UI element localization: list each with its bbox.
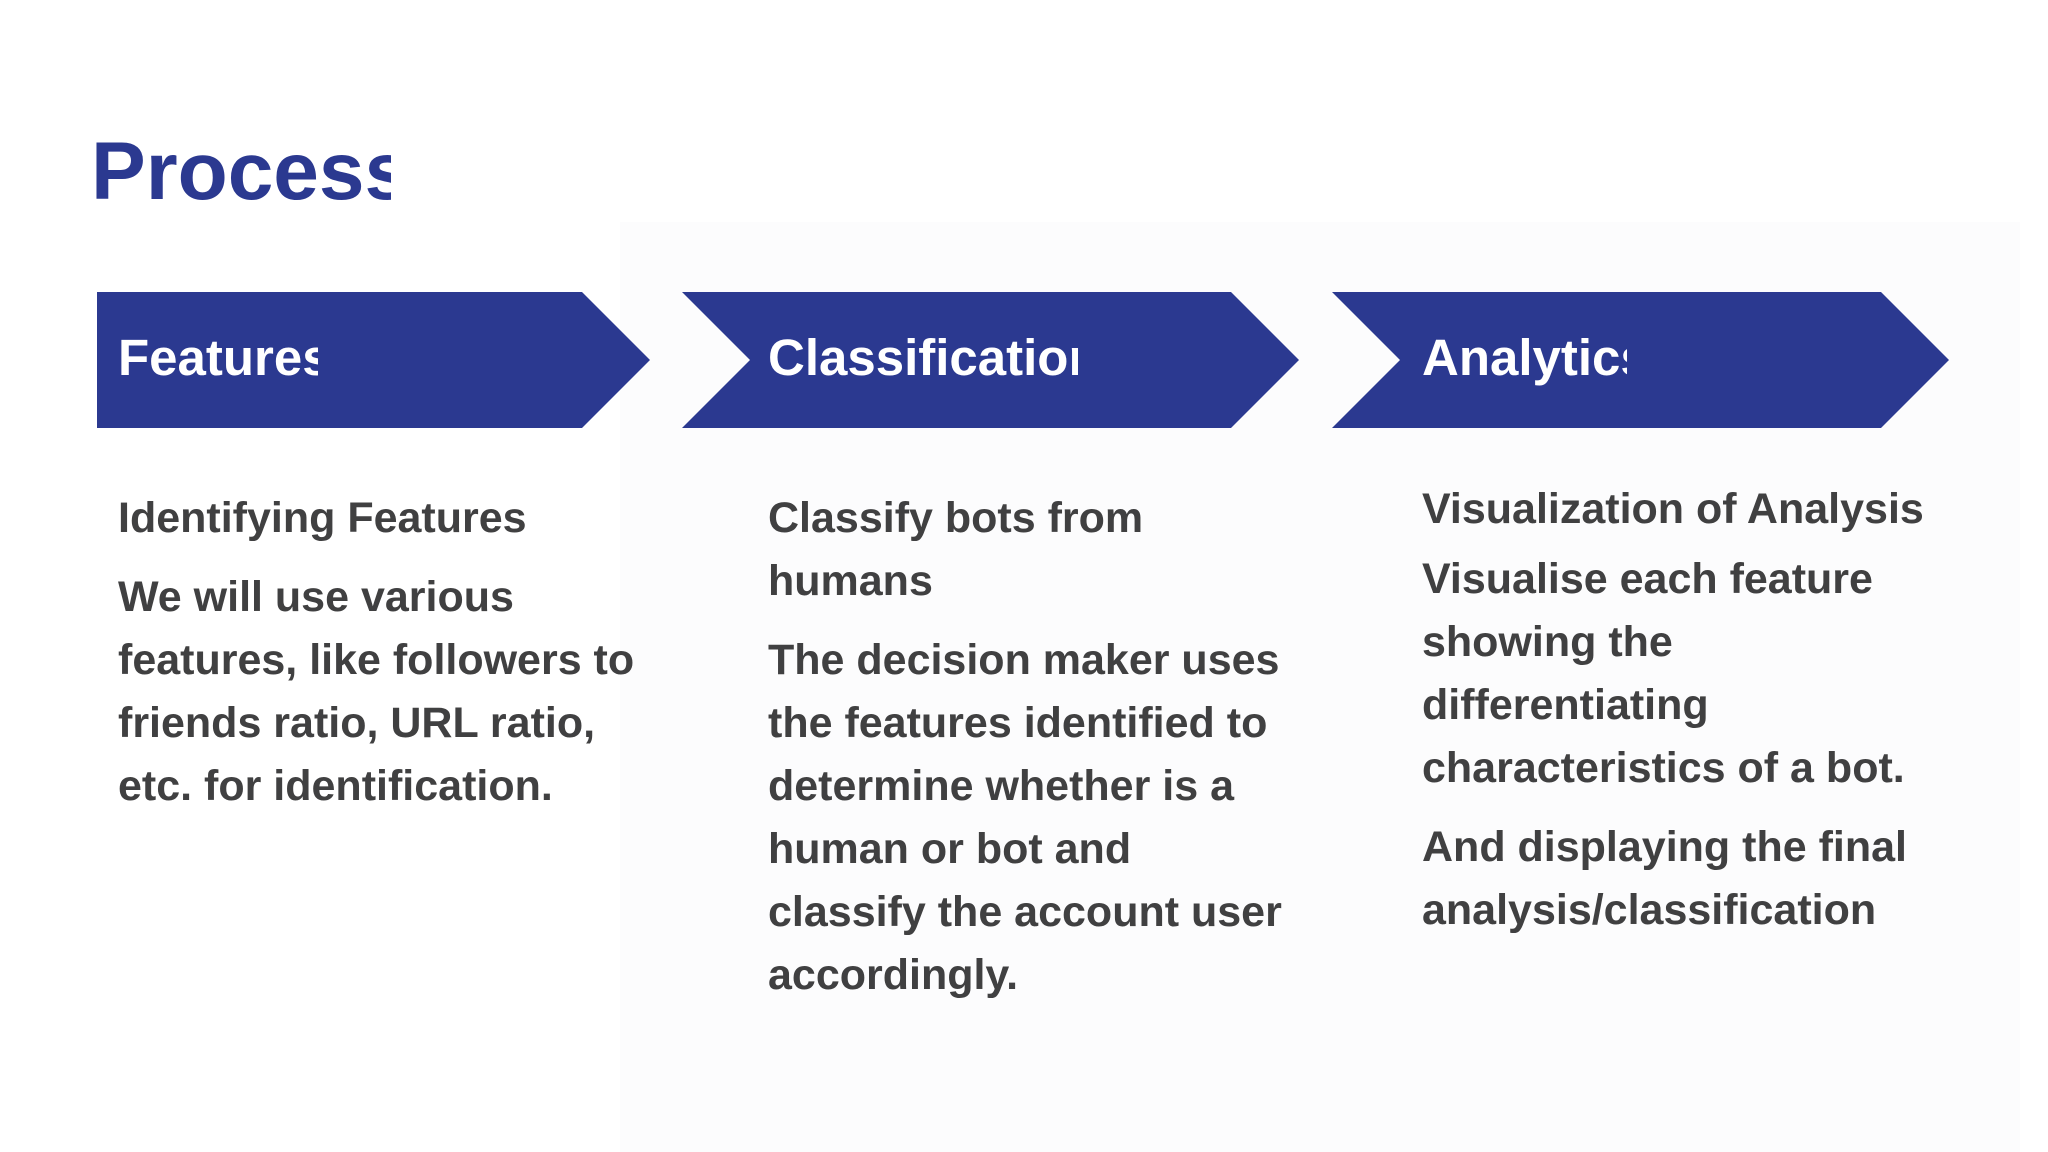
step-label-analytics: Analytics	[1422, 329, 1627, 386]
step-body-continued: And displaying the final analysis/classi…	[1422, 823, 1907, 934]
process-step-analytics: Analytics	[1332, 292, 1949, 428]
step-heading: Classify bots from humans	[768, 494, 1144, 605]
step-heading: Visualization of Analysis	[1422, 485, 1924, 533]
step-body: We will use various features, like follo…	[118, 573, 635, 810]
step-description-features: Identifying Features We will use various…	[118, 487, 638, 834]
step-label-classification: Classification	[768, 329, 1078, 386]
step-body: Visualise each feature showing the diffe…	[1422, 555, 1905, 792]
step-heading: Identifying Features	[118, 494, 527, 542]
process-step-features: Features	[97, 292, 650, 428]
slide-title: Process	[91, 126, 391, 217]
step-body: The decision maker uses the features ide…	[768, 636, 1282, 999]
step-description-analytics: Visualization of Analysis Visualise each…	[1422, 487, 1942, 958]
process-step-classification: Classification	[682, 292, 1299, 428]
step-description-classification: Classify bots from humans The decision m…	[768, 487, 1288, 1023]
step-label-features: Features	[118, 329, 318, 386]
